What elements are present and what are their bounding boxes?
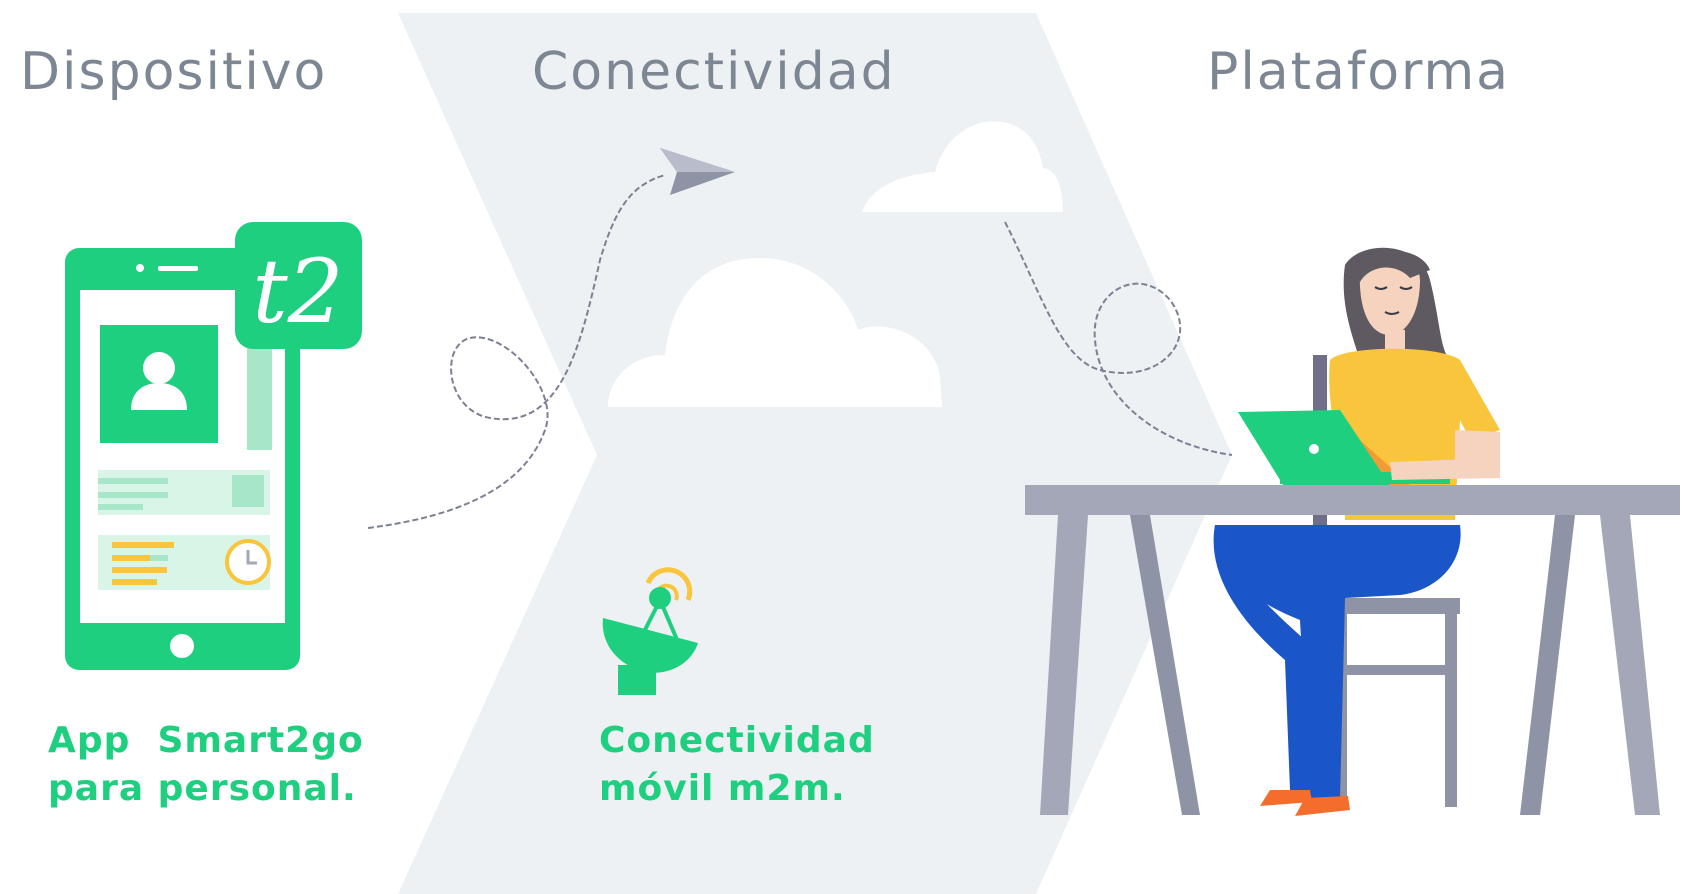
connectivity-band [398,13,1232,894]
logo-text: t2 [252,240,343,343]
caption-line: App Smart2go [48,720,364,761]
person-at-desk-illustration [1025,247,1680,816]
heading-dispositivo: Dispositivo [20,42,328,102]
caption-line: Conectividad [599,720,875,761]
heading-conectividad: Conectividad [532,42,896,102]
caption-line: móvil m2m. [599,768,846,809]
flight-path-right [1004,221,1233,456]
caption-line: para personal. [48,768,357,809]
cloud-icon [862,121,1063,212]
satellite-dish-icon [602,567,698,695]
paper-plane-icon [660,148,735,195]
clock-icon [225,539,271,585]
user-icon [100,325,218,443]
heading-plataforma: Plataforma [1207,42,1511,102]
t2-logo-icon: t2 [235,222,362,349]
flight-path [367,174,666,529]
caption-conectividad-movil: Conectividad móvil m2m. [599,717,875,813]
cloud-icon [608,258,942,407]
caption-app-smart2go: App Smart2go para personal. [48,717,364,813]
